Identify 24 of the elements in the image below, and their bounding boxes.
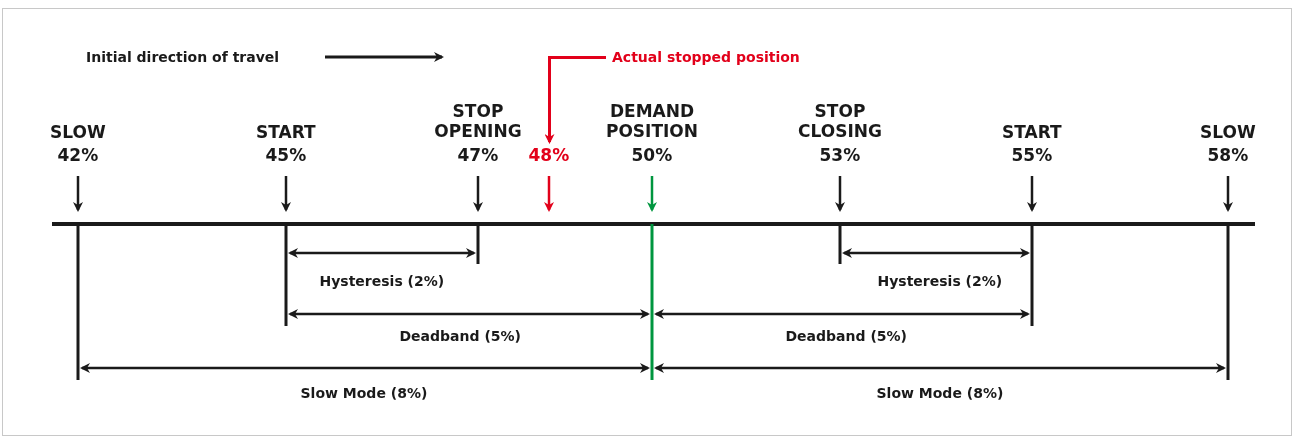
marker-label: SLOW (50, 122, 106, 143)
marker-value: 58% (1207, 145, 1249, 166)
marker-label: DEMAND POSITION (604, 101, 700, 142)
marker-label: START (256, 122, 316, 143)
dimension-label: Hysteresis (2%) (319, 272, 445, 290)
marker-label: STOP OPENING (433, 101, 523, 142)
pointer-arrow (544, 56, 606, 144)
marker-label: STOP CLOSING (797, 101, 883, 142)
marker-value: 42% (57, 145, 99, 166)
marker-value: 50% (631, 145, 673, 166)
dimension-label: Slow Mode (8%) (300, 384, 428, 402)
caption-text: Actual stopped position (612, 48, 800, 66)
marker-value: 47% (457, 145, 499, 166)
caption-text: Initial direction of travel (86, 48, 280, 66)
dimension-label: Hysteresis (2%) (877, 272, 1003, 290)
marker-value: 45% (265, 145, 307, 166)
marker-value: 48% (528, 145, 570, 166)
dimension-label: Deadband (5%) (399, 327, 521, 345)
marker-label: SLOW (1200, 122, 1256, 143)
dimension-label: Slow Mode (8%) (876, 384, 1004, 402)
dimension-label: Deadband (5%) (785, 327, 907, 345)
marker-value: 53% (819, 145, 861, 166)
marker-label: START (1002, 122, 1062, 143)
marker-value: 55% (1011, 145, 1053, 166)
